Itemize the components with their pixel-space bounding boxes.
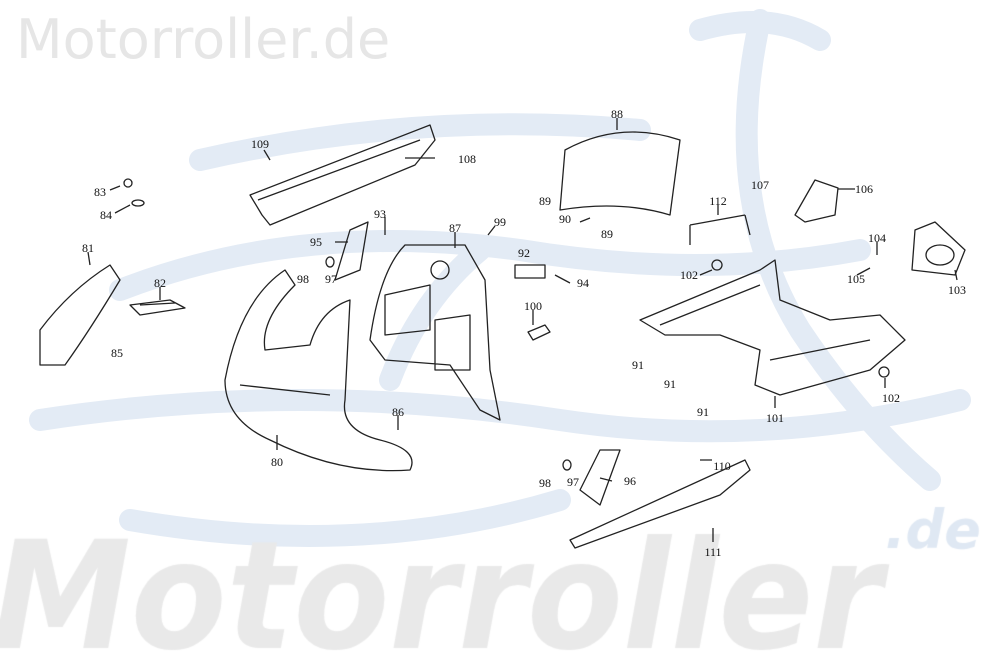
part-97-grommet-2: [562, 459, 572, 471]
part-label-85: 85: [111, 346, 123, 360]
part-label-108: 108: [458, 152, 476, 166]
part-label-107: 107: [751, 178, 769, 192]
part-103-hole: [925, 244, 955, 266]
part-92-bracket: [514, 264, 546, 279]
part-81-rear-fender: [39, 264, 121, 366]
part-label-102: 102: [882, 391, 900, 405]
part-label-111: 111: [704, 545, 721, 559]
part-label-80: 80: [271, 455, 283, 469]
part-label-110: 110: [713, 459, 731, 473]
part-96-grille: [579, 449, 621, 506]
part-83-bolt: [123, 178, 133, 188]
part-label-81: 81: [82, 241, 94, 255]
part-110-side-cover: [569, 459, 751, 549]
part-label-82: 82: [154, 276, 166, 290]
part-label-86: 86: [392, 405, 404, 419]
part-87-hole: [430, 260, 450, 280]
part-label-89: 89: [539, 194, 551, 208]
part-label-103: 103: [948, 283, 966, 297]
part-108-side-cover: [249, 124, 436, 226]
part-label-112: 112: [709, 194, 727, 208]
part-97-grommet: [325, 256, 335, 268]
part-label-100: 100: [524, 299, 542, 313]
part-label-106: 106: [855, 182, 873, 196]
part-label-84: 84: [100, 208, 112, 222]
watermark-top: Motorroller.de: [16, 8, 391, 71]
part-label-91: 91: [664, 377, 676, 391]
part-label-95: 95: [310, 235, 322, 249]
part-84-washer: [131, 199, 145, 207]
part-87-inner-shield: [369, 244, 501, 421]
part-82-grille: [129, 299, 186, 316]
part-102-nut: [711, 259, 723, 271]
part-label-93: 93: [374, 207, 386, 221]
part-102-nut-2: [878, 366, 890, 378]
part-label-92: 92: [518, 246, 530, 260]
part-label-99: 99: [494, 215, 506, 229]
part-label-89: 89: [601, 227, 613, 241]
part-label-97: 97: [567, 475, 579, 489]
part-label-94: 94: [577, 276, 589, 290]
part-101-floor-panel: [639, 259, 906, 396]
part-80-front-shield: [224, 269, 413, 472]
part-label-96: 96: [624, 474, 636, 488]
part-label-91: 91: [632, 358, 644, 372]
part-88-windscreen: [559, 131, 681, 216]
part-103-cover: [911, 221, 966, 276]
part-112-wire: [689, 214, 751, 245]
part-label-97: 97: [325, 272, 337, 286]
part-label-88: 88: [611, 107, 623, 121]
part-labels: 109 108 83 84 81 82 85 95 98 97 93 87 99 92 94 100 88 89 8…: [82, 107, 966, 559]
part-label-83: 83: [94, 185, 106, 199]
part-label-98: 98: [539, 476, 551, 490]
part-label-104: 104: [868, 231, 886, 245]
part-label-87: 87: [449, 221, 461, 235]
part-106-bracket: [794, 179, 839, 223]
part-label-105: 105: [847, 272, 865, 286]
part-label-98: 98: [297, 272, 309, 286]
part-95-grille: [334, 221, 369, 281]
part-label-90: 90: [559, 212, 571, 226]
part-label-101: 101: [766, 411, 784, 425]
part-100-pad: [527, 324, 551, 341]
leader-lines: [87, 118, 958, 542]
part-label-102: 102: [680, 268, 698, 282]
part-label-109: 109: [251, 137, 269, 151]
part-label-91: 91: [697, 405, 709, 419]
